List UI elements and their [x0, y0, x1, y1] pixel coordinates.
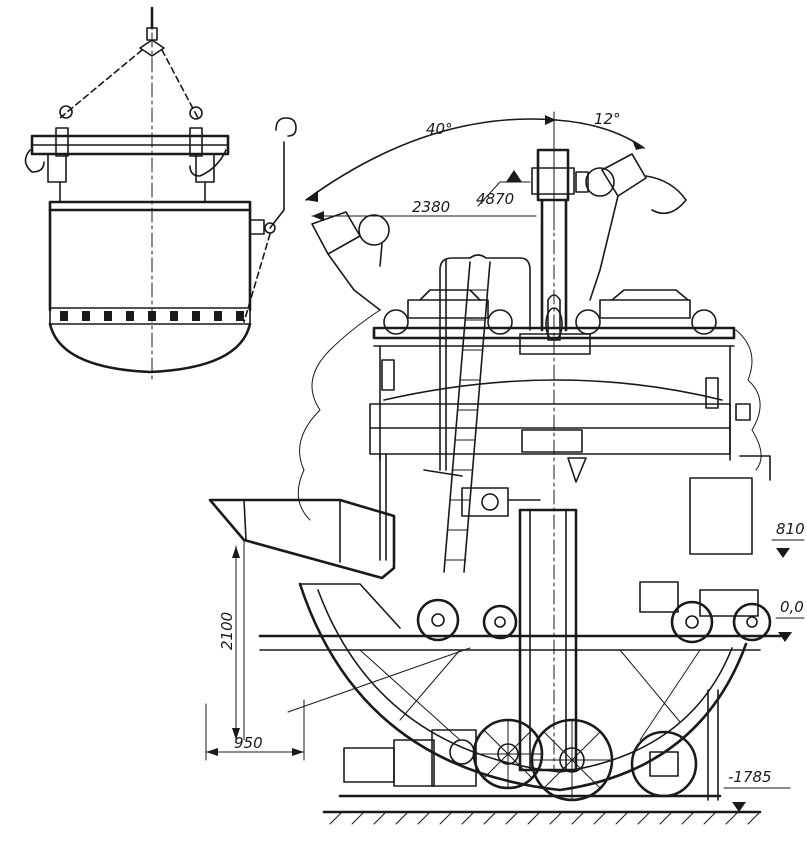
level-bottom-label: -1785: [728, 768, 772, 786]
level-bottom-marker: [732, 802, 746, 812]
handrail-and-ladder: [423, 254, 531, 573]
width-950-label: 950: [234, 734, 263, 752]
level-810-label: 810: [776, 520, 805, 538]
discharge-chute: [208, 498, 396, 741]
height-2100-label: 2100: [218, 612, 236, 650]
boom-swung-left: [311, 211, 390, 311]
level-810-marker: [776, 548, 790, 558]
angle-40-label: 40°: [426, 120, 453, 138]
angle-12-label: 12°: [594, 110, 621, 128]
dimension-annotations: 2100 950 810 0,0 -1785: [205, 520, 805, 812]
bowl-frame: [258, 582, 782, 792]
boom-swung-right: [585, 153, 687, 301]
level-4870-marker: [506, 170, 522, 182]
track-wheels: [416, 581, 772, 644]
height-4870-label: 4870: [476, 190, 514, 208]
swing-geometry: 40° 12° 2380 4870: [305, 110, 645, 231]
span-2380-label: 2380: [412, 198, 450, 216]
ground-hatching: [329, 811, 761, 825]
main-housing: [369, 359, 771, 772]
suspended-bucket-detail: [24, 6, 297, 381]
ladder-rungs: [445, 289, 489, 561]
level-zero-label: 0,0: [780, 598, 804, 616]
central-mast: [531, 139, 589, 771]
break-lines: [297, 309, 762, 521]
level-zero-marker: [778, 632, 792, 642]
foundation: [322, 794, 762, 825]
